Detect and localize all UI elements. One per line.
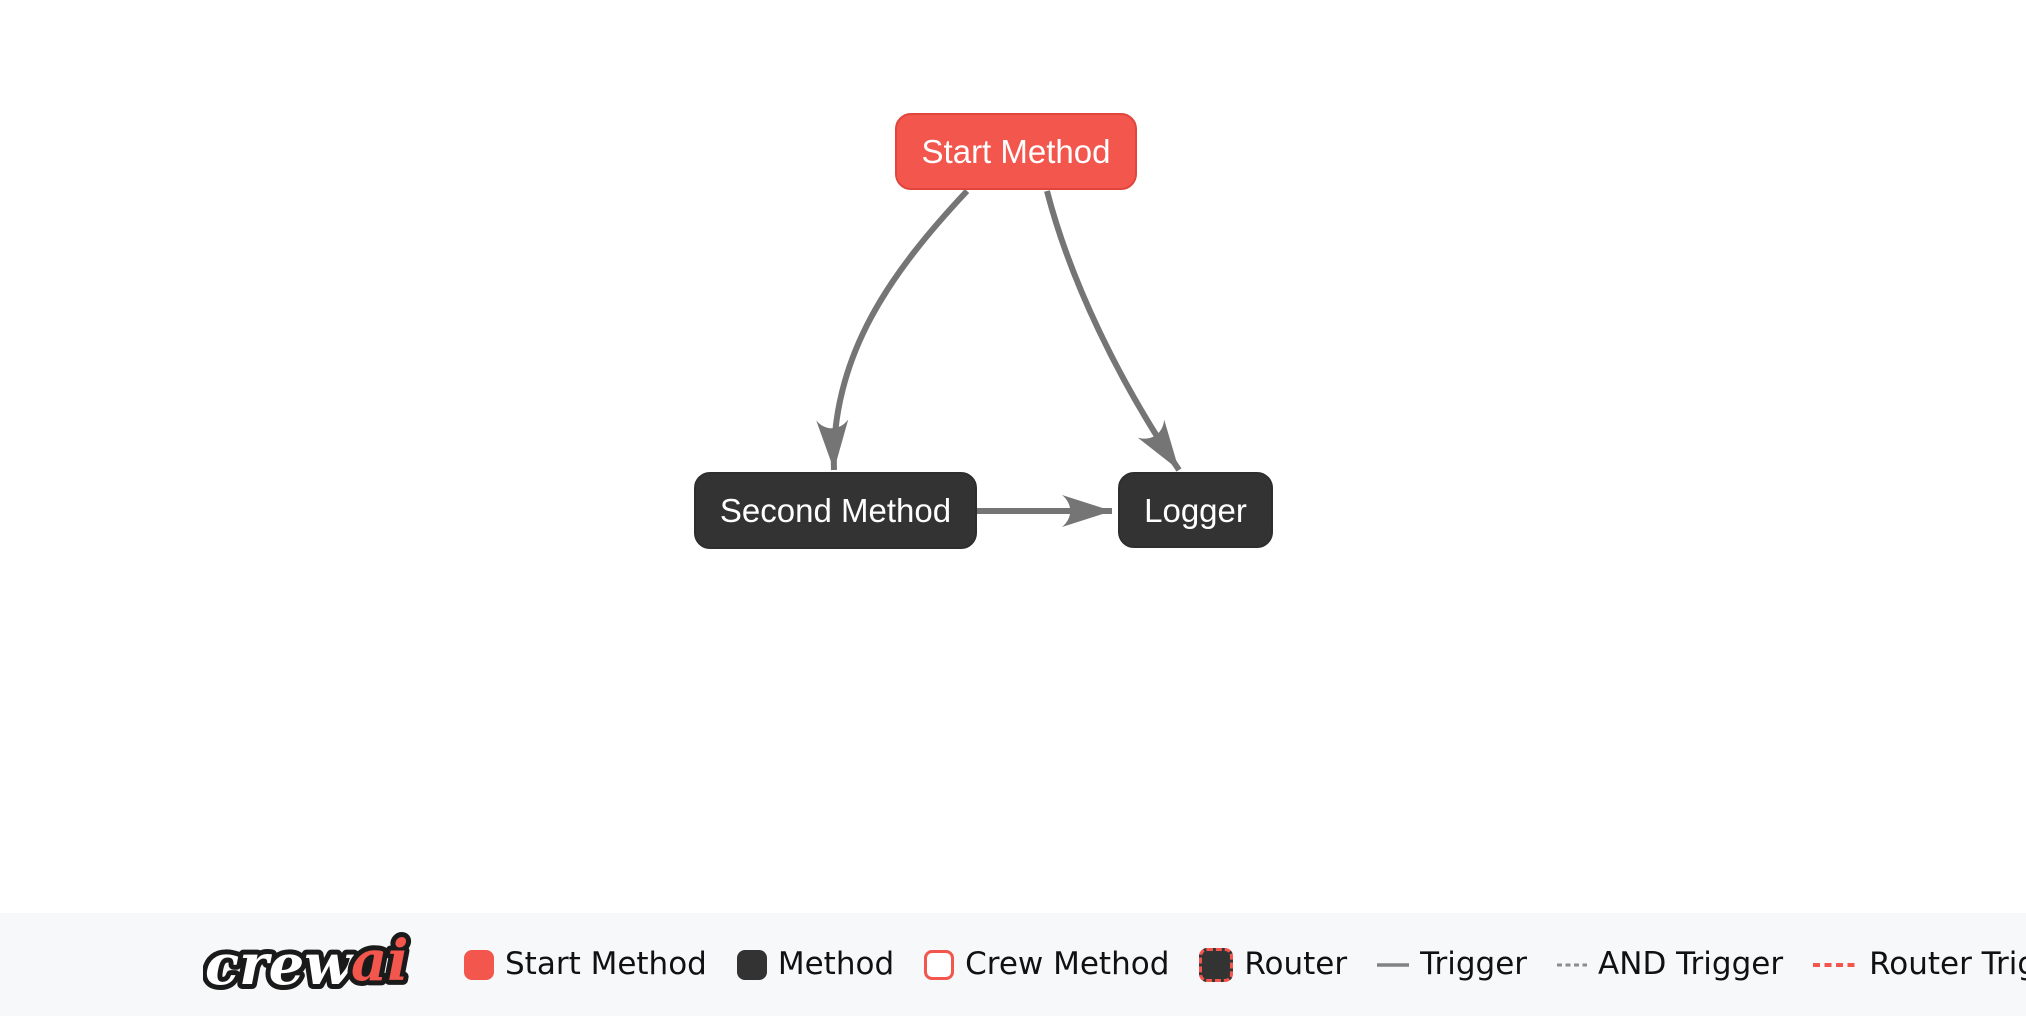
logo-text-crew: crew bbox=[205, 932, 354, 998]
crewai-logo: crew ai bbox=[203, 926, 414, 1003]
trigger-line-icon bbox=[1377, 962, 1410, 967]
legend-items: Start Method Method Crew Method Router T… bbox=[464, 946, 2026, 982]
legend-item-crew-method: Crew Method bbox=[924, 949, 1169, 980]
edge-start-to-second-method bbox=[816, 188, 970, 471]
router-trigger-line-icon bbox=[1813, 962, 1859, 967]
legend-item-method: Method bbox=[736, 946, 895, 982]
crew-method-swatch-icon bbox=[924, 949, 955, 980]
legend-label: Router bbox=[1244, 946, 1348, 982]
node-start-method[interactable]: Start Method bbox=[895, 113, 1137, 190]
legend-label: Method bbox=[777, 946, 895, 982]
node-logger[interactable]: Logger bbox=[1118, 472, 1273, 548]
method-swatch-icon bbox=[736, 949, 767, 980]
legend-bar: crew ai Start Method Method Crew Method … bbox=[0, 913, 2026, 1016]
legend-label: Crew Method bbox=[965, 946, 1170, 982]
legend-item-router: Router bbox=[1199, 946, 1348, 982]
and-trigger-line-icon bbox=[1557, 963, 1588, 966]
logo-text-ai: ai bbox=[351, 928, 409, 994]
legend-label: Trigger bbox=[1420, 946, 1528, 982]
edge-start-to-logger bbox=[1044, 190, 1182, 472]
legend-item-and-trigger: AND Trigger bbox=[1557, 949, 1783, 980]
legend-item-router-trigger: Router Trigger bbox=[1813, 949, 2026, 980]
flow-diagram-canvas[interactable]: Start Method Second Method Logger bbox=[0, 0, 2026, 913]
legend-label: AND Trigger bbox=[1598, 946, 1784, 982]
legend-item-trigger: Trigger bbox=[1377, 949, 1527, 980]
router-swatch-icon bbox=[1199, 947, 1234, 982]
start-method-swatch-icon bbox=[464, 949, 494, 980]
legend-label: Start Method bbox=[505, 946, 707, 982]
legend-item-start-method: Start Method bbox=[464, 949, 707, 980]
legend-label: Router Trigger bbox=[1869, 946, 2026, 982]
node-second-method[interactable]: Second Method bbox=[694, 472, 977, 549]
